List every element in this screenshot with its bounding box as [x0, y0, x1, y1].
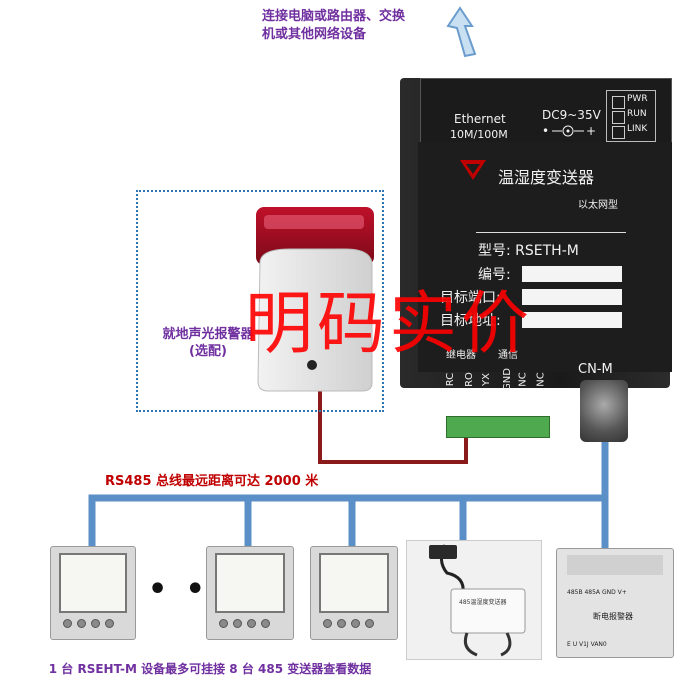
led-panel	[606, 90, 656, 142]
terminal-labels: RC RO YX GND NC NC	[440, 364, 552, 416]
module-name-label: 断电报警器	[593, 612, 633, 621]
led-run-indicator	[612, 111, 625, 124]
sound-light-alarm-image	[256, 207, 374, 392]
bottom-capacity-note: 1 台 RSEHT-M 设备最多可挂接 8 台 485 变送器查看数据	[48, 662, 372, 676]
field-address-label: 目标地址:	[440, 313, 501, 329]
port-label: CN-M	[578, 362, 613, 377]
panel-screen	[59, 553, 127, 613]
ethernet-label: Ethernet	[454, 112, 506, 126]
product-name: 温湿度变送器	[498, 168, 595, 187]
led-pwr-indicator	[612, 96, 625, 109]
panel-button	[233, 619, 242, 628]
panel-button	[323, 619, 332, 628]
panel-button	[219, 619, 228, 628]
terminal-label: RC	[445, 372, 457, 387]
power-label: DC9~35V	[542, 108, 601, 122]
alarm-label: 就地声光报警器 (选配)	[143, 326, 273, 360]
model-label: 型号: RSETH-M	[478, 243, 579, 259]
sensor-probe-image	[429, 544, 526, 657]
ethernet-speed: 10M/100M	[450, 128, 508, 141]
led-pwr-label: PWR	[627, 94, 648, 104]
transmitter-panel-2	[206, 546, 294, 640]
power-failure-alarm-module: 485B 485A GND V+ 断电报警器 E U V1J VAN0	[556, 548, 674, 658]
panel-button	[351, 619, 360, 628]
led-link-label: LINK	[627, 124, 648, 134]
transmitter-panel-1	[50, 546, 136, 640]
device-front-panel	[418, 142, 672, 372]
module-top-label: 485B 485A GND V+	[567, 589, 627, 596]
network-note-line1: 连接电脑或路由器、交换	[262, 9, 406, 24]
cn-m-connector	[580, 380, 628, 442]
panel-screen	[215, 553, 285, 613]
panel-button	[365, 619, 374, 628]
price-watermark: 明码实价	[245, 285, 534, 364]
panel-button	[247, 619, 256, 628]
panel-screen	[319, 553, 389, 613]
module-top-terminals	[567, 555, 663, 575]
sensor-box-label: 485温湿度变送器	[459, 599, 507, 606]
svg-text:•: •	[542, 124, 549, 138]
field-port-blank	[522, 289, 622, 305]
transmitter-panel-3	[310, 546, 398, 640]
panel-button	[77, 619, 86, 628]
product-subtype: 以太网型	[578, 200, 618, 211]
polarity-icon: • +	[542, 124, 596, 138]
terminal-label: NC	[517, 372, 529, 387]
terminal-label: RO	[463, 372, 475, 387]
alarm-wire	[318, 388, 468, 464]
led-run-label: RUN	[627, 109, 647, 119]
brand-logo-icon	[460, 160, 486, 180]
terminal-group-comm: 通信	[498, 350, 518, 361]
network-note-line2: 机或其他网络设备	[262, 27, 367, 42]
sensor-photo-frame: 485温湿度变送器	[406, 540, 542, 660]
field-number-label: 编号:	[478, 267, 511, 283]
field-address-blank	[522, 312, 622, 328]
alarm-optional-frame	[136, 190, 384, 412]
rs485-distance-note: RS485 总线最远距离可达 2000 米	[105, 474, 319, 489]
svg-text:+: +	[586, 124, 596, 138]
terminal-label: NC	[535, 372, 547, 387]
field-port-label: 目标端口:	[440, 290, 501, 306]
panel-button	[91, 619, 100, 628]
upward-arrow-icon	[446, 6, 477, 58]
module-bottom-label: E U V1J VAN0	[567, 641, 607, 648]
led-link-indicator	[612, 126, 625, 139]
panel-button	[337, 619, 346, 628]
divider	[476, 232, 626, 233]
terminal-block	[446, 416, 550, 438]
panel-button	[261, 619, 270, 628]
alarm-label-line1: 就地声光报警器	[162, 327, 254, 342]
network-connection-note: 连接电脑或路由器、交换 机或其他网络设备	[262, 8, 462, 44]
terminal-group-relay: 继电器	[446, 350, 476, 361]
field-number-blank	[522, 266, 622, 282]
device-top-panel	[420, 78, 672, 148]
alarm-label-line2: (选配)	[189, 344, 227, 359]
terminal-label: GND	[501, 368, 513, 391]
panel-button	[105, 619, 114, 628]
terminal-label: YX	[480, 373, 492, 386]
panel-button	[63, 619, 72, 628]
